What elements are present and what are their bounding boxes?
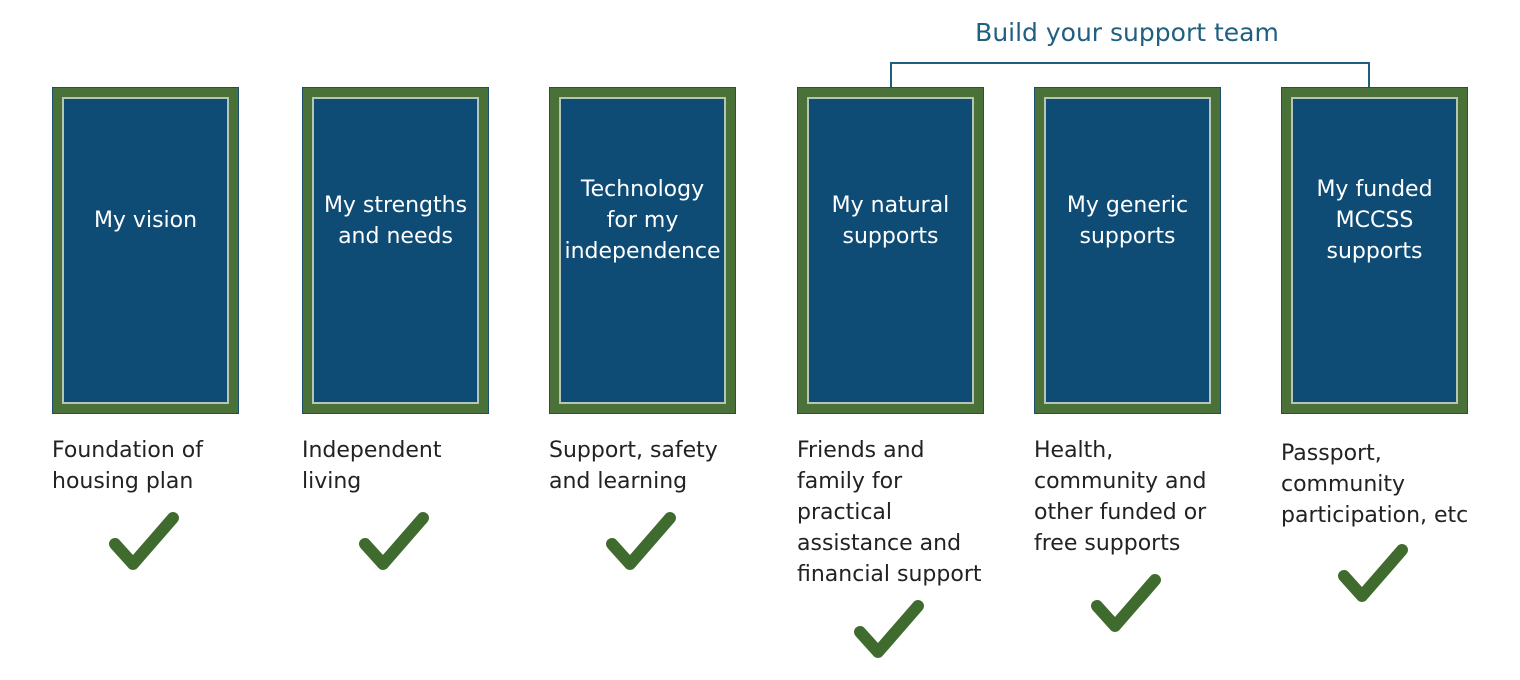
step-caption: Friends and family for practical assista… (797, 438, 982, 587)
step-card-label: My natural supports (831, 192, 950, 249)
checkmark-icon (854, 600, 924, 658)
step-card: My strengths and needs (302, 87, 489, 414)
step-card-label: My vision (93, 208, 198, 233)
step-card-label: Technology for my independence (564, 177, 721, 264)
step-card: My generic supports (1034, 87, 1221, 414)
step-card-inner: My funded MCCSS supports (1291, 97, 1458, 404)
step-caption: Health, community and other funded or fr… (1034, 438, 1207, 556)
step-card-inner: My vision (62, 97, 229, 404)
checkmark-icon (1338, 544, 1408, 602)
step-card-label: My generic supports (1066, 192, 1189, 249)
checkmark-icon (109, 512, 179, 570)
support-team-bracket (890, 62, 1370, 88)
support-team-title: Build your support team (975, 18, 1279, 47)
checkmark-icon (606, 512, 676, 570)
step-card: My natural supports (797, 87, 984, 414)
step-card-inner: My generic supports (1044, 97, 1211, 404)
step-card-label: My funded MCCSS supports (1316, 177, 1433, 264)
step-card-inner: Technology for my independence (559, 97, 726, 404)
step-card: My vision (52, 87, 239, 414)
step-caption: Independent living (302, 438, 442, 494)
checkmark-icon (1091, 574, 1161, 632)
step-caption: Support, safety and learning (549, 438, 718, 494)
step-caption: Foundation of housing plan (52, 438, 204, 494)
step-card-label: My strengths and needs (323, 192, 468, 249)
step-card: Technology for my independence (549, 87, 736, 414)
checkmark-icon (359, 512, 429, 570)
step-card-inner: My natural supports (807, 97, 974, 404)
step-caption: Passport, community participation, etc (1281, 441, 1469, 528)
step-card-inner: My strengths and needs (312, 97, 479, 404)
step-card: My funded MCCSS supports (1281, 87, 1468, 414)
